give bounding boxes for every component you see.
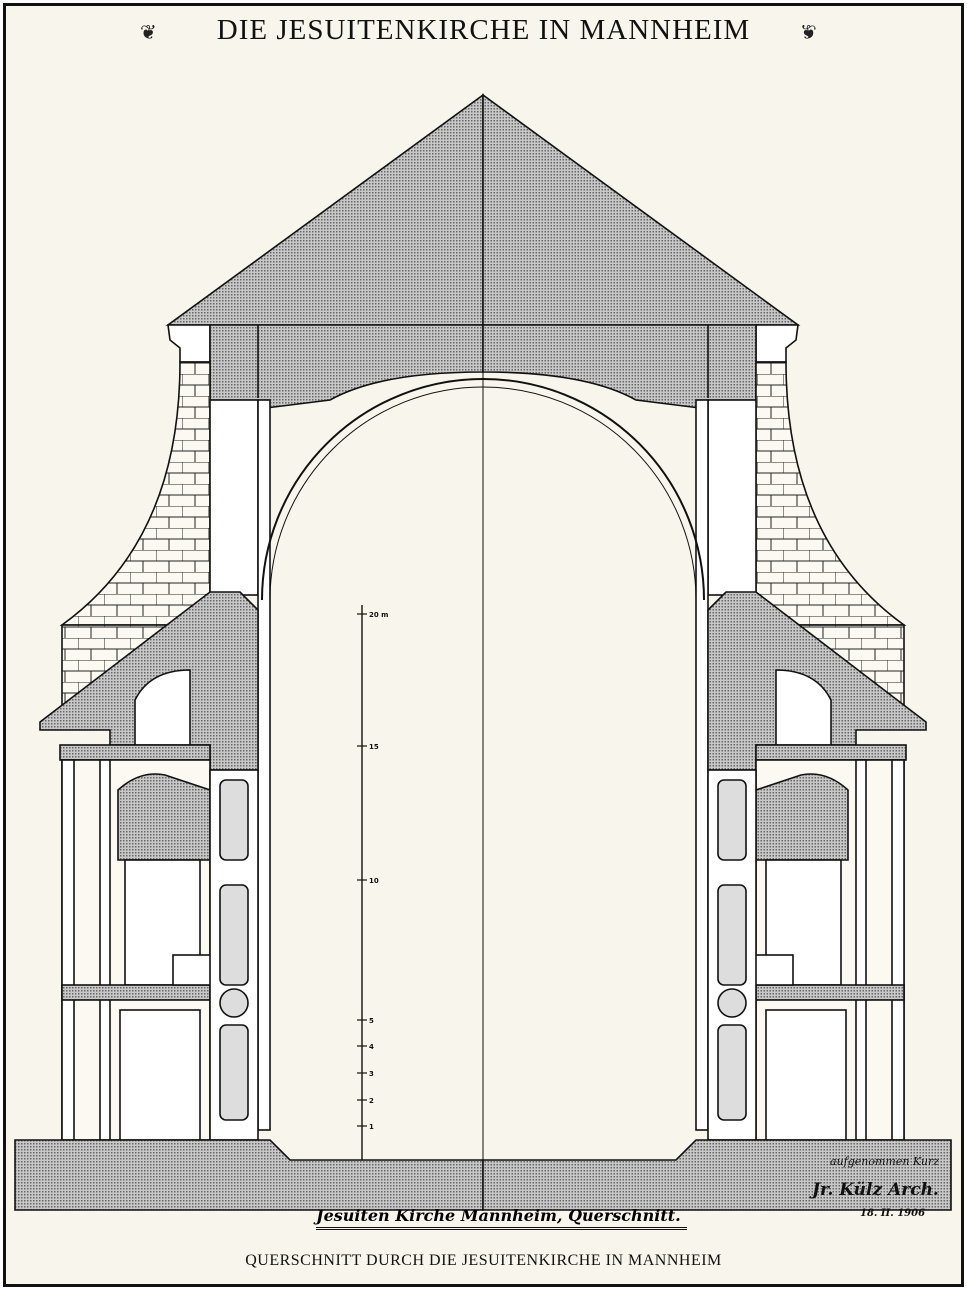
scale-label: 1 (369, 1123, 374, 1131)
scale-label: 4 (369, 1043, 374, 1051)
handwritten-title: Jesuiten Kirche Mannheim, Querschnitt. (316, 1206, 687, 1230)
scale-label: 5 (369, 1017, 374, 1025)
scale-bar (357, 605, 367, 1160)
right-half (482, 94, 952, 1211)
scale-label: 10 (369, 877, 379, 885)
signature-date: 18. II. 1906 (860, 1208, 926, 1219)
ornament-left-icon: ❦ (140, 20, 157, 44)
scale-label: 2 (369, 1097, 374, 1105)
left-half (14, 94, 484, 1211)
signature-name: Jr. Külz Arch. (812, 1180, 939, 1200)
signature-note: aufgenommen Kurz (830, 1155, 940, 1168)
page-title: DIE JESUITENKIRCHE IN MANNHEIM (216, 14, 751, 46)
caption: QUERSCHNITT DURCH DIE JESUITENKIRCHE IN … (245, 1252, 722, 1269)
scale-label: 20 m (369, 611, 388, 619)
scale-label: 15 (369, 743, 379, 751)
scale-label: 3 (369, 1070, 374, 1078)
